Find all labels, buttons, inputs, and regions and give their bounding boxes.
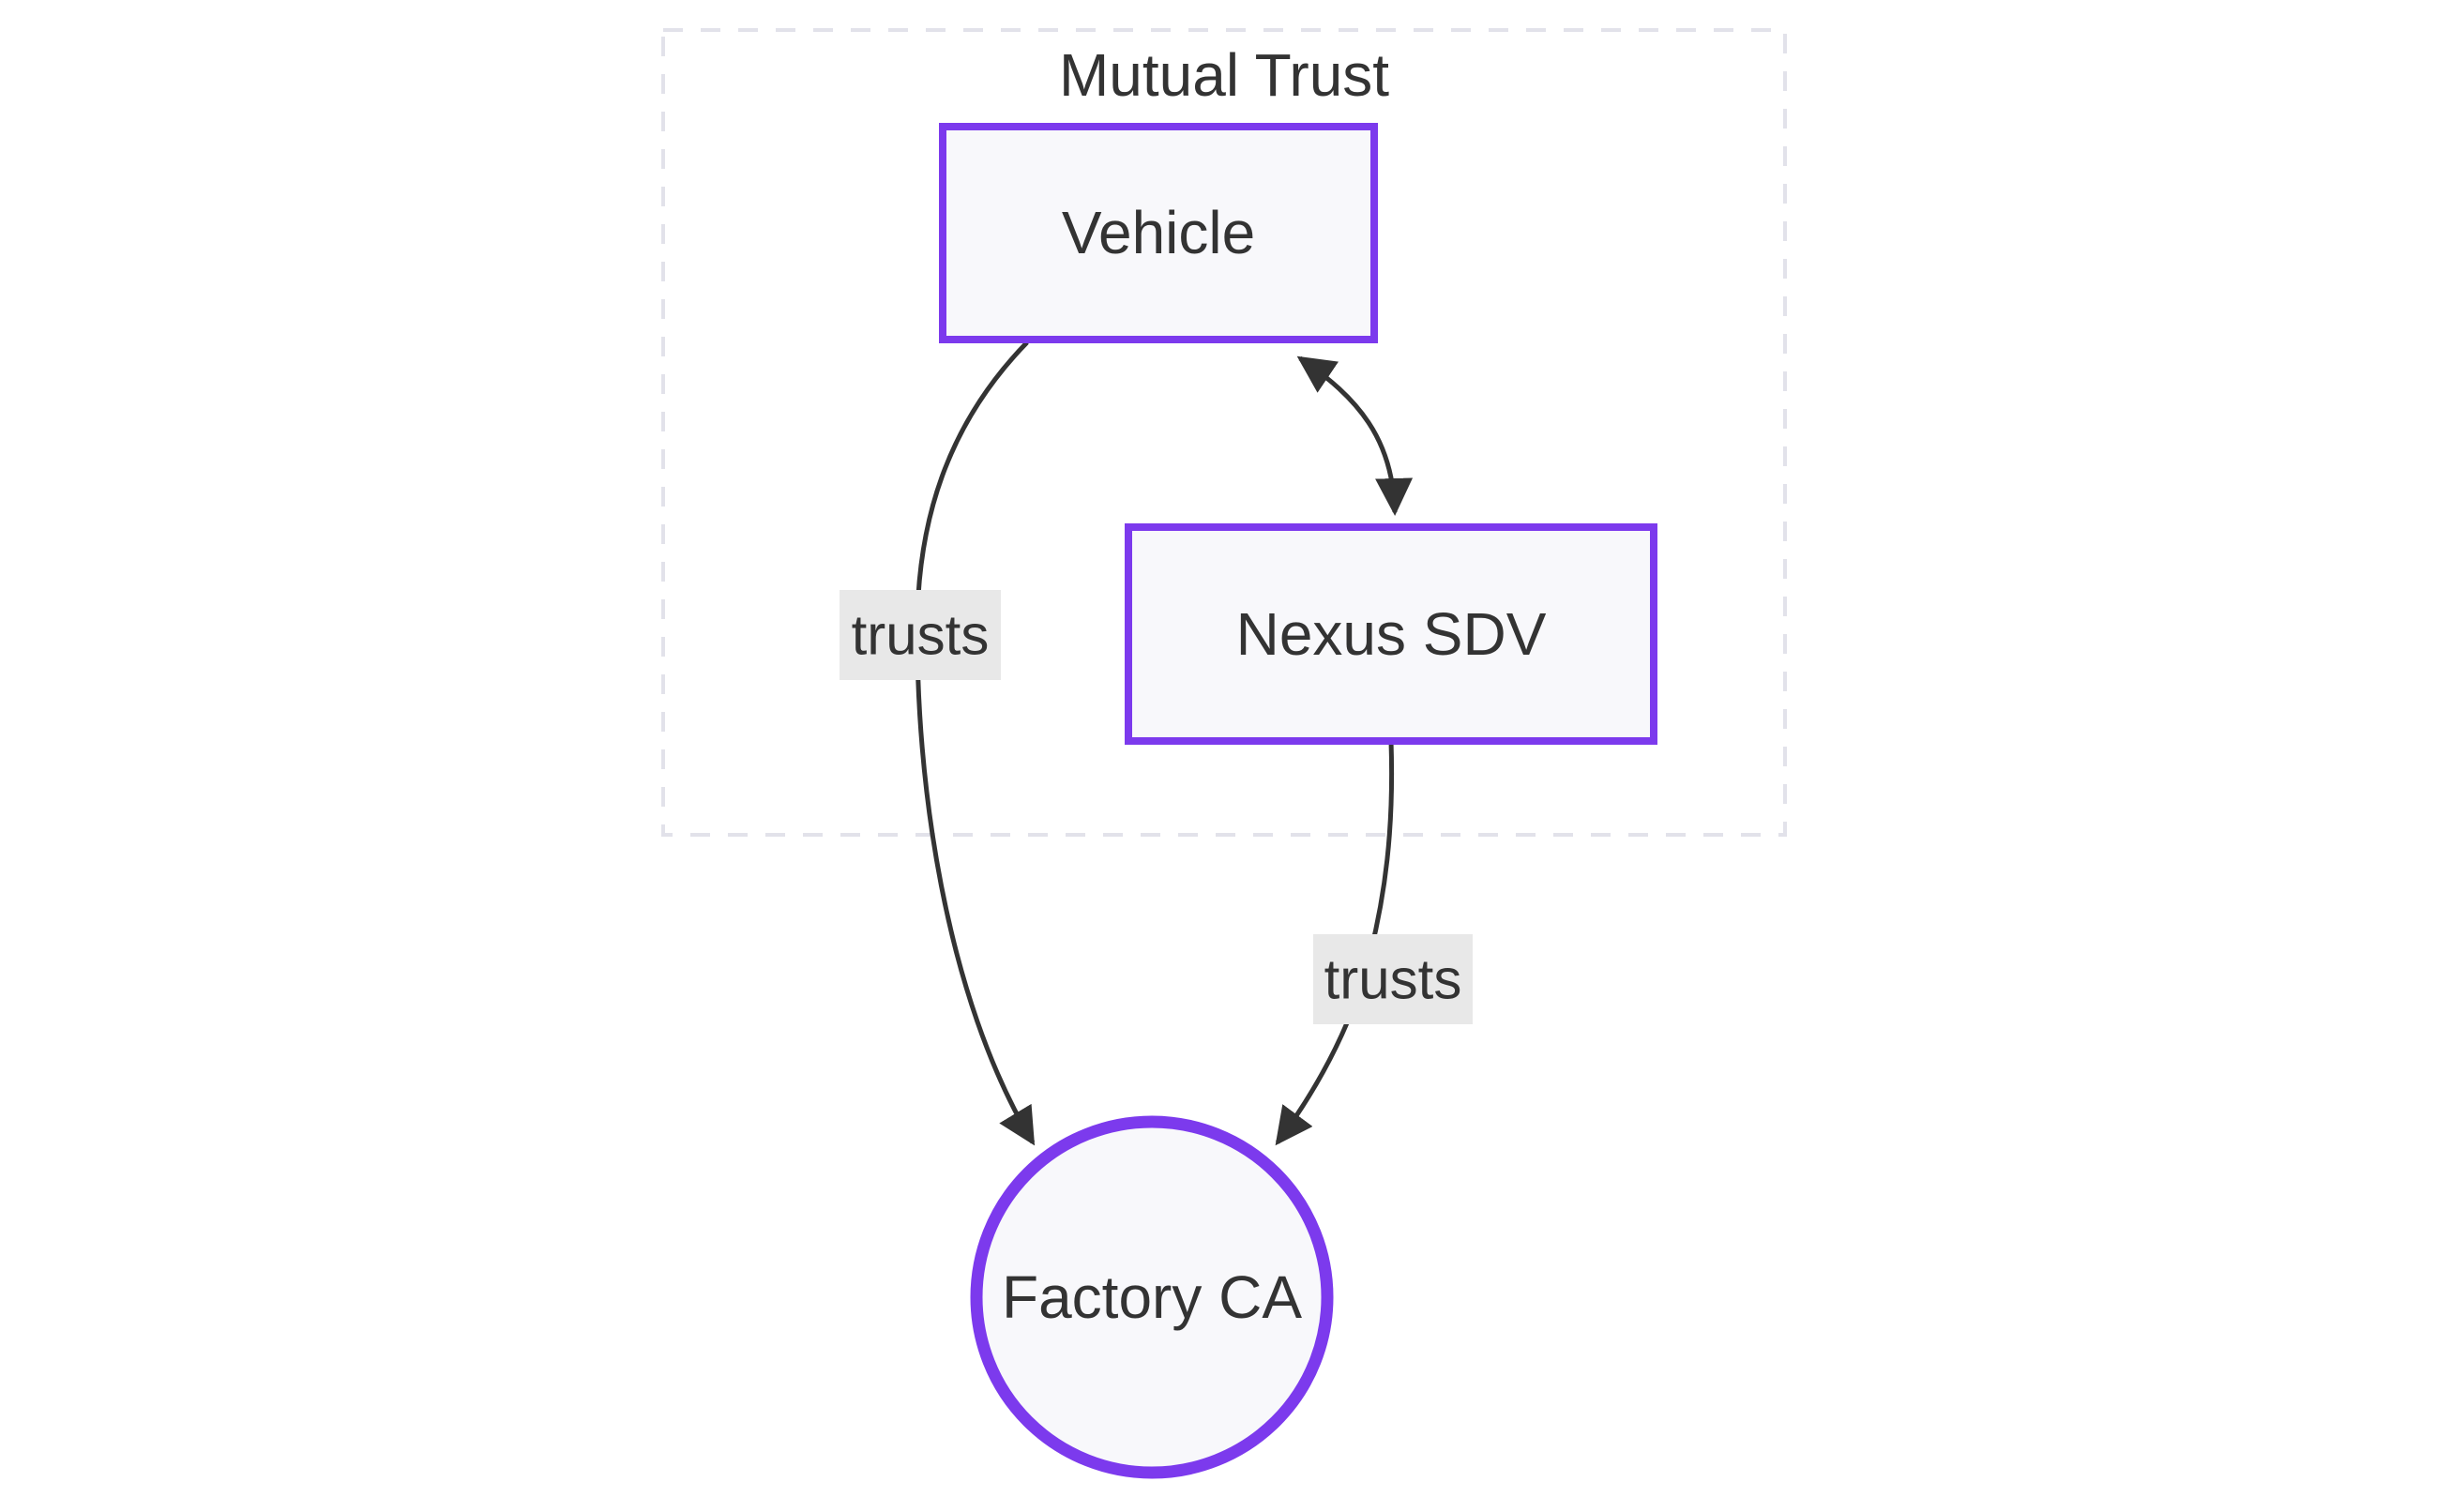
edge-vehicle-nexus-sdv	[1296, 355, 1414, 516]
node-vehicle: Vehicle	[939, 123, 1378, 343]
edge-label-bg	[1313, 934, 1473, 1024]
node-factory-ca: Factory CA	[970, 1115, 1334, 1479]
cluster-mutual-trust: Mutual Trust	[661, 28, 1787, 837]
vehicle-label: Vehicle	[1062, 199, 1255, 266]
edges: trusts trusts	[840, 340, 1473, 1146]
nexus-sdv-label: Nexus SDV	[1236, 600, 1547, 668]
edge-vehicle-factory-ca	[915, 340, 1036, 1146]
edge-label-trusts-left: trusts	[840, 590, 1001, 680]
edge-label-text: trusts	[852, 604, 990, 667]
vehicle-box	[939, 123, 1378, 343]
edge-label-trusts-right: trusts	[1313, 934, 1473, 1024]
cluster-dashed-border	[661, 28, 1787, 837]
factory-ca-circle	[970, 1115, 1334, 1479]
node-nexus-sdv: Nexus SDV	[1125, 523, 1657, 745]
edge-label-bg	[840, 590, 1001, 680]
nexus-sdv-box	[1125, 523, 1657, 745]
cluster-title: Mutual Trust	[1059, 41, 1389, 109]
factory-ca-label: Factory CA	[1002, 1263, 1302, 1331]
edge-label-text: trusts	[1324, 948, 1462, 1011]
